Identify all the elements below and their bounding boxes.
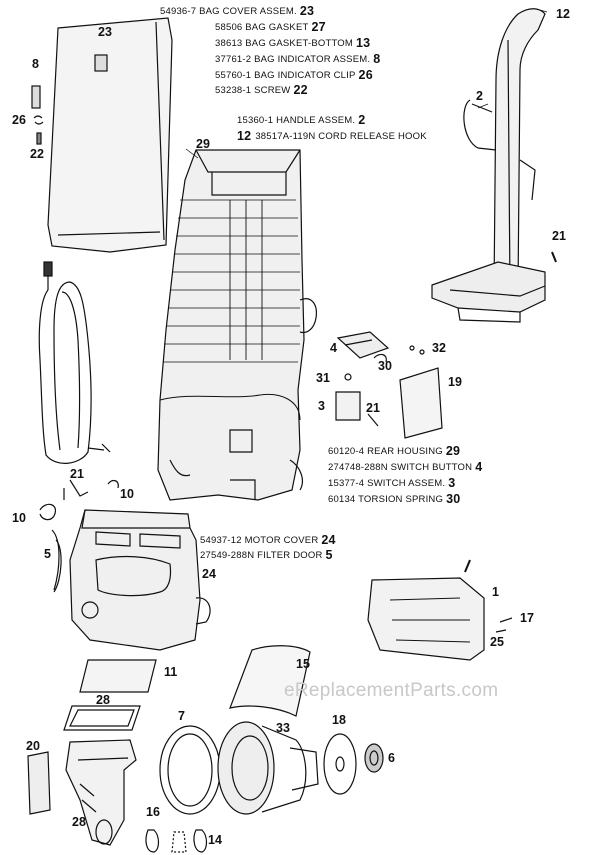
bag-indicator-parts — [31, 85, 44, 145]
callout-21: 21 — [366, 401, 380, 415]
motor-cover-part — [69, 509, 211, 651]
callout-11: 11 — [164, 665, 178, 679]
callout-6: 6 — [388, 751, 395, 765]
callout-10: 10 — [120, 487, 134, 501]
callout-10: 10 — [12, 511, 26, 525]
callout-28: 28 — [96, 693, 110, 707]
callout-26: 26 — [12, 113, 26, 127]
fan-nut-part — [364, 743, 384, 773]
hook-parts — [39, 479, 119, 591]
callout-7: 7 — [178, 709, 185, 723]
watermark-text: eReplacementParts.com — [284, 680, 499, 701]
callout-31: 31 — [316, 371, 330, 385]
filter-part — [79, 659, 157, 693]
callout-24: 24 — [202, 567, 216, 581]
callout-15: 15 — [296, 657, 310, 671]
small-fittings-parts — [145, 829, 208, 853]
callout-16: 16 — [146, 805, 160, 819]
callout-23: 23 — [98, 25, 112, 39]
switch-parts — [335, 331, 443, 439]
part-label-3: 15377-4 SWITCH ASSEM.3 — [328, 476, 456, 490]
callout-17: 17 — [520, 611, 534, 625]
callout-21: 21 — [70, 467, 84, 481]
bag-cover-part — [47, 17, 173, 253]
callout-20: 20 — [26, 739, 40, 753]
callout-14: 14 — [208, 833, 222, 847]
part-label-23: 54936-7 BAG COVER ASSEM.23 — [160, 4, 315, 18]
part-label-8: 37761-2 BAG INDICATOR ASSEM.8 — [215, 52, 381, 66]
gasket-part — [63, 705, 141, 731]
motor-washer-part — [323, 733, 357, 795]
part-label-2: 15360-1 HANDLE ASSEM.2 — [237, 113, 366, 127]
motor-gasket-part — [159, 725, 221, 815]
callout-28: 28 — [72, 815, 86, 829]
motor-part — [217, 721, 319, 815]
callout-21: 21 — [552, 229, 566, 243]
callout-3: 3 — [318, 399, 325, 413]
callout-8: 8 — [32, 57, 39, 71]
callout-29: 29 — [196, 137, 210, 151]
switch-housing-part — [367, 559, 513, 661]
callout-12: 12 — [556, 7, 570, 21]
filter-door-part — [53, 539, 62, 593]
leader-lines — [185, 9, 548, 159]
callout-18: 18 — [332, 713, 346, 727]
callout-2: 2 — [476, 89, 483, 103]
callout-32: 32 — [432, 341, 446, 355]
callout-5: 5 — [44, 547, 51, 561]
callout-25: 25 — [490, 635, 504, 649]
filter-shield-part — [229, 645, 311, 717]
handle-assembly-part — [431, 8, 557, 323]
callout-1: 1 — [492, 585, 499, 599]
callout-33: 33 — [276, 721, 290, 735]
lower-housing-part — [27, 739, 137, 846]
callout-22: 22 — [30, 147, 44, 161]
rear-housing-part — [157, 149, 317, 501]
callout-4: 4 — [330, 341, 337, 355]
power-cord-part — [38, 261, 111, 464]
callout-19: 19 — [448, 375, 462, 389]
callout-30: 30 — [378, 359, 392, 373]
